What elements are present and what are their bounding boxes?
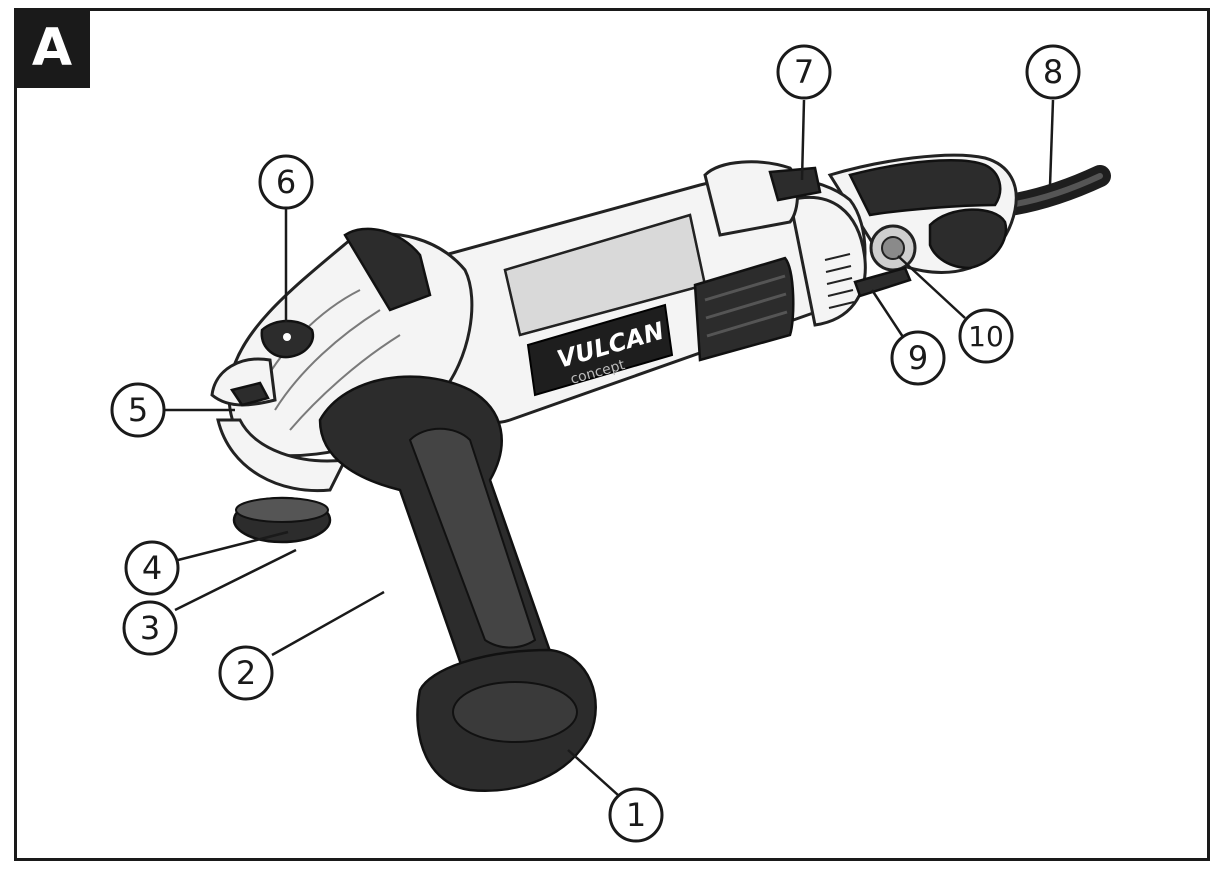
callout-7-number: 7 [794,53,814,91]
callout-6: 6 [258,154,314,210]
callout-10-number: 10 [968,320,1004,353]
callout-6-number: 6 [276,163,296,201]
panel-label: A [14,8,90,88]
side-handle [318,375,597,792]
callout-3-number: 3 [140,609,160,647]
callout-2: 2 [218,645,274,701]
figure-frame [14,8,1210,861]
power-cord [999,165,1111,216]
callout-8: 8 [1025,44,1081,100]
callout-5-number: 5 [128,391,148,429]
callout-7: 7 [776,44,832,100]
callout-5: 5 [110,382,166,438]
callout-10: 10 [958,308,1014,364]
callout-2-number: 2 [236,654,256,692]
motor-housing: VULCAN concept [438,160,917,425]
brand-logo: VULCAN concept [526,303,674,397]
callout-1-number: 1 [626,796,646,834]
vent-grille [693,256,795,362]
callout-9: 9 [890,330,946,386]
callout-4: 4 [124,540,180,596]
callout-1: 1 [608,787,664,843]
leader-lines [165,99,1055,796]
callout-9-number: 9 [908,339,928,377]
rear-vent-ribs [824,253,855,309]
callout-8-number: 8 [1043,53,1063,91]
callout-4-number: 4 [142,549,162,587]
callout-3: 3 [122,600,178,656]
